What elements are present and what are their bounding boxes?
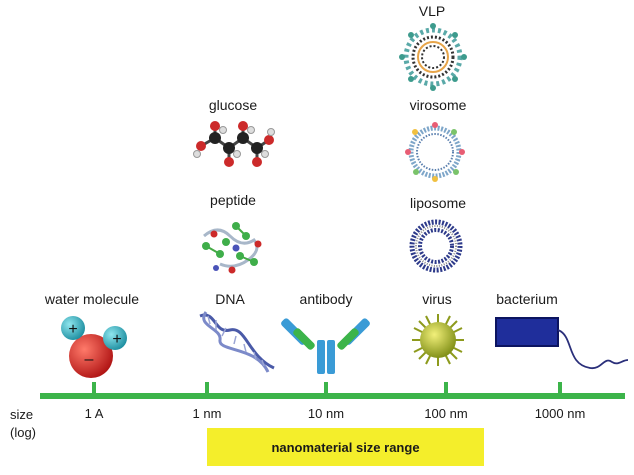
label-glucose: glucose xyxy=(208,97,258,113)
axis-title: size (log) xyxy=(10,406,36,442)
label-peptide: peptide xyxy=(210,192,256,208)
water-molecule-illustration: + + – xyxy=(61,316,127,378)
dna-illustration xyxy=(199,311,275,373)
tick-label-10nm: 10 nm xyxy=(307,406,345,421)
axis-tick-1nm xyxy=(205,382,209,394)
water-plus-right: + xyxy=(112,331,121,348)
nanomaterial-range-box: nanomaterial size range xyxy=(207,428,484,466)
axis-tick-100nm xyxy=(444,382,448,394)
water-minus: – xyxy=(85,351,94,368)
virosome-illustration xyxy=(405,122,465,182)
axis-tick-10nm xyxy=(324,382,328,394)
tick-label-1a: 1 A xyxy=(84,406,104,421)
nanomaterial-range-label: nanomaterial size range xyxy=(271,439,420,455)
size-axis-line xyxy=(40,393,625,399)
axis-tick-1000nm xyxy=(558,382,562,394)
glucose-molecule-illustration xyxy=(193,121,275,167)
label-bacterium: bacterium xyxy=(496,291,558,307)
label-water-molecule: water molecule xyxy=(44,291,140,307)
label-dna: DNA xyxy=(215,291,245,307)
axis-title-log: (log) xyxy=(10,425,37,440)
axis-title-size: size xyxy=(10,407,34,422)
liposome-illustration xyxy=(409,219,463,273)
antibody-illustration xyxy=(281,318,370,374)
label-antibody: antibody xyxy=(299,291,353,307)
label-virus: virus xyxy=(422,291,452,307)
label-virosome: virosome xyxy=(409,97,467,113)
water-plus-left: + xyxy=(68,321,77,338)
vlp-illustration xyxy=(399,23,467,91)
peptide-illustration xyxy=(202,222,262,274)
tick-label-1000nm: 1000 nm xyxy=(534,406,586,421)
axis-tick-1a xyxy=(92,382,96,394)
bacterium-illustration xyxy=(495,317,629,369)
tick-label-100nm: 100 nm xyxy=(424,406,468,421)
tick-label-1nm: 1 nm xyxy=(192,406,222,421)
label-vlp: VLP xyxy=(418,3,446,19)
label-liposome: liposome xyxy=(409,195,467,211)
virus-illustration xyxy=(412,314,464,366)
